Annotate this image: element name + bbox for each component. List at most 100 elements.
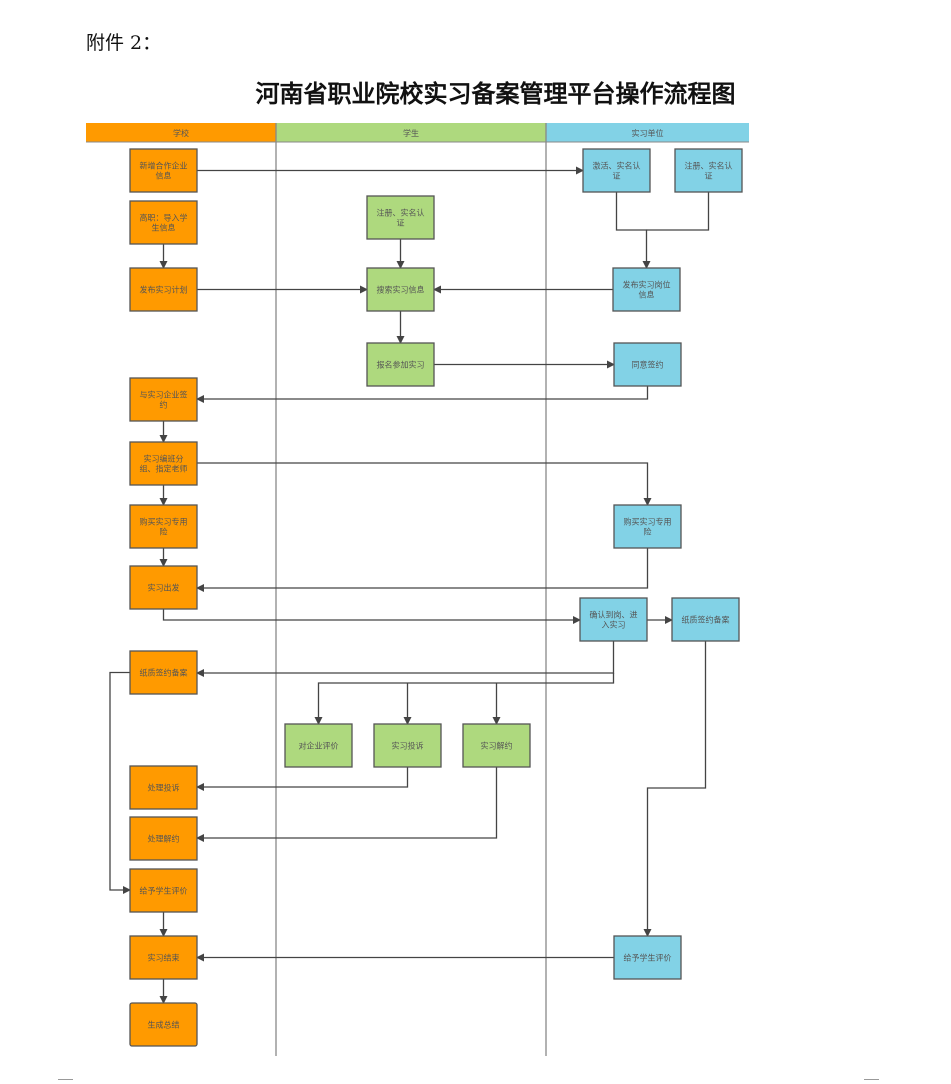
attachment-label: 附件 2： xyxy=(86,32,162,54)
page-corner-mark-right xyxy=(864,1079,879,1084)
node-label: 生成总结 xyxy=(148,1020,180,1030)
lane-header-student xyxy=(276,123,546,142)
node-label: 实习解约 xyxy=(481,741,513,751)
node-label: 证 xyxy=(397,219,405,228)
node-label: 搜索实习信息 xyxy=(377,285,425,295)
connector-c5-to-s7 xyxy=(196,548,649,592)
flow-node-s11: 给予学生评价 xyxy=(129,868,198,913)
connector-t5-to-s9 xyxy=(196,767,409,791)
flow-node-t5: 实习投诉 xyxy=(373,723,442,768)
node-label: 纸质签约备案 xyxy=(682,615,730,625)
node-box xyxy=(129,935,198,980)
lane-header-school xyxy=(86,123,276,142)
node-label: 信息 xyxy=(156,171,172,181)
node-box xyxy=(671,597,740,642)
flow-node-s10: 处理解约 xyxy=(129,816,198,861)
connector-c1-to-c3 xyxy=(615,192,651,269)
flow-node-s12: 实习结束 xyxy=(129,935,198,980)
page-title: 河南省职业院校实习备案管理平台操作流程图 xyxy=(255,79,736,108)
lane-student: 学生 xyxy=(276,123,546,142)
node-label: 与实习企业签 xyxy=(140,390,188,400)
node-label: 同意签约 xyxy=(632,360,664,370)
node-box xyxy=(284,723,353,768)
node-box xyxy=(462,723,531,768)
node-label: 注册、实名认 xyxy=(685,161,733,171)
node-label: 购买实习专用 xyxy=(140,517,188,527)
connector-c7-to-c8 xyxy=(643,641,707,937)
connector-c2-to-c3 xyxy=(646,192,710,231)
flow-node-c7: 纸质签约备案 xyxy=(671,597,740,642)
node-box xyxy=(373,723,442,768)
node-box xyxy=(129,868,198,913)
flow-node-s9: 处理投诉 xyxy=(129,765,198,810)
node-label: 处理解约 xyxy=(148,834,180,844)
flow-node-t4: 对企业评价 xyxy=(284,723,353,768)
node-label: 生信息 xyxy=(152,223,176,233)
node-box xyxy=(129,565,198,610)
node-box xyxy=(674,148,743,193)
node-label: 报名参加实习 xyxy=(377,360,425,370)
connector-t6-to-s10 xyxy=(196,767,498,842)
node-box xyxy=(129,765,198,810)
connector-s7-to-c6 xyxy=(162,609,581,624)
connector-c4-to-s4 xyxy=(196,386,649,403)
flow-node-s7: 实习出发 xyxy=(129,565,198,610)
node-label: 实习出发 xyxy=(148,583,180,593)
node-box xyxy=(129,504,198,549)
node-label: 给予学生评价 xyxy=(624,953,672,963)
connector-s5-to-c5 xyxy=(197,462,652,506)
flow-node-s13: 生成总结 xyxy=(129,1002,198,1047)
node-label: 信息 xyxy=(639,290,655,300)
node-label: 实习投诉 xyxy=(392,741,424,751)
flow-node-s3: 发布实习计划 xyxy=(129,267,198,312)
node-label: 实习结束 xyxy=(148,953,180,963)
node-box xyxy=(129,148,198,193)
connectors xyxy=(109,166,710,1004)
node-label: 对企业评价 xyxy=(299,741,339,751)
swimlanes: 学校 学生 实习单位 xyxy=(86,123,749,1056)
node-box xyxy=(129,816,198,861)
page-corner-mark-left xyxy=(58,1079,73,1084)
node-label: 证 xyxy=(613,172,621,181)
process-nodes: 新增合作企业信息高职：导入学生信息发布实习计划与实习企业签约实习编班分组、指定老… xyxy=(129,148,743,1047)
flow-node-t2: 搜索实习信息 xyxy=(366,267,435,312)
node-label: 发布实习岗位 xyxy=(623,280,671,290)
node-label: 约 xyxy=(160,400,168,410)
lane-company: 实习单位 xyxy=(546,123,749,142)
lane-header-company xyxy=(546,123,749,142)
node-label: 险 xyxy=(160,527,168,537)
node-label: 新增合作企业 xyxy=(140,161,188,171)
node-box xyxy=(613,504,682,549)
flow-node-t3: 报名参加实习 xyxy=(366,342,435,387)
node-label: 高职：导入学 xyxy=(140,213,188,223)
node-box xyxy=(129,1002,198,1047)
node-label: 确认到岗、进 xyxy=(590,610,638,620)
flow-node-c8: 给予学生评价 xyxy=(613,935,682,980)
flow-node-c4: 同意签约 xyxy=(613,342,682,387)
node-box xyxy=(366,342,435,387)
connector-s8-to-s11 xyxy=(109,671,131,894)
flow-node-s8: 纸质签约备案 xyxy=(129,650,198,695)
node-label: 实习编班分 xyxy=(144,454,184,464)
node-label: 纸质签约备案 xyxy=(140,668,188,678)
connector-c6-to-s8 xyxy=(196,641,615,677)
node-label: 注册、实名认 xyxy=(377,208,425,218)
lane-label-student: 学生 xyxy=(403,128,419,138)
node-box xyxy=(612,267,681,312)
node-label: 组、指定老师 xyxy=(140,464,188,474)
node-label: 购买实习专用 xyxy=(624,517,672,527)
connector-c6-to-t4 xyxy=(314,673,615,725)
node-label: 激活、实名认 xyxy=(593,161,641,171)
node-label: 证 xyxy=(705,172,713,181)
lane-label-school: 学校 xyxy=(173,128,189,138)
node-box xyxy=(129,267,198,312)
node-box xyxy=(582,148,651,193)
